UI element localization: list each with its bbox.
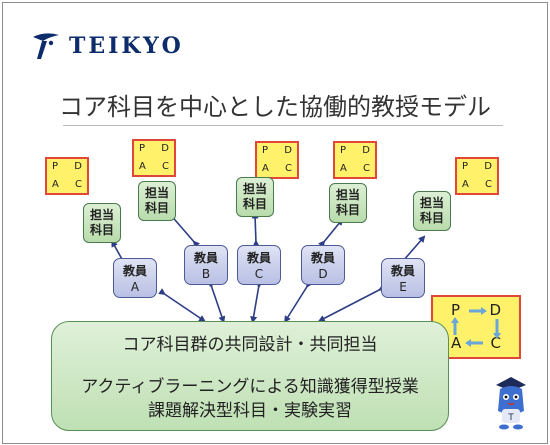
connector-arrows [111,210,426,324]
subject-box-b: 担当 科目 [138,181,176,221]
arrow-b-core [206,280,226,324]
arrow-a-core [158,288,206,322]
faculty-box-c: 教員 C [237,245,281,285]
pdca-cycle-icon: P D A C [255,141,299,179]
arrow-e-core [317,284,386,322]
pdca-cycle-icon: P D A C [132,139,176,177]
pdca-cycle-icon: P D A C [45,157,89,195]
mascot-icon: T [496,377,526,430]
arrow-c-core [250,280,264,324]
subject-box-d: 担当 科目 [329,183,367,223]
teikyo-logo: TEIKYO [29,31,189,61]
pdca-cycle-icon: P D A C [455,157,499,195]
logo-text: TEIKYO [69,33,184,59]
arrow-d-subject [318,218,344,248]
subject-box-e: 担当 科目 [413,191,451,231]
faculty-box-a: 教員 A [113,258,157,298]
faculty-box-b: 教員 B [184,245,228,285]
faculty-box-e: 教員 E [381,258,425,298]
core-box-heading: コア科目群の共同設計・共同担当 [122,335,378,355]
slide-title: コア科目を中心とした協働的教授モデル [59,93,491,121]
logo-mark-icon [33,33,59,59]
core-box-line2: アクティブラーニングによる知識獲得型授業 [81,377,419,397]
faculty-box-d: 教員 D [301,245,345,285]
subject-box-c: 担当 科目 [236,177,274,217]
pdca-cycle-icon: P D A C [333,141,377,179]
svg-text:T: T [507,413,514,423]
core-subjects-box: コア科目群の共同設計・共同担当 アクティブラーニングによる知識獲得型授業 課題解… [51,321,449,431]
cycle-arrows-icon [451,307,501,347]
arrow-c-subject [251,211,260,247]
subject-box-a: 担当 科目 [83,203,121,243]
arrow-d-core [284,280,313,323]
arrow-e-subject [398,235,426,266]
core-box-line3: 課題解決型科目・実験実習 [148,401,352,421]
title-divider [63,125,503,126]
